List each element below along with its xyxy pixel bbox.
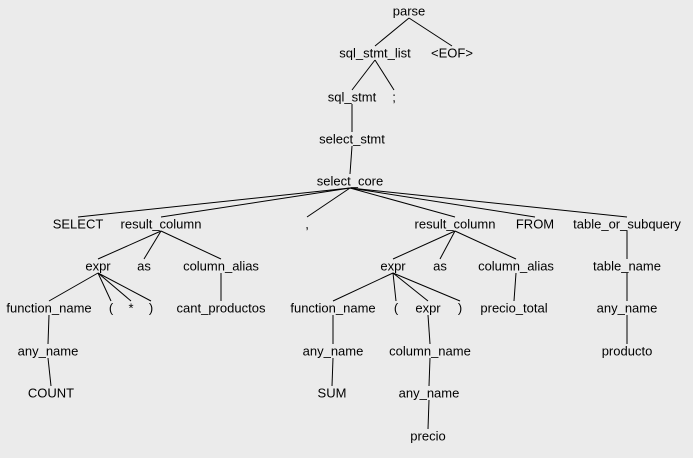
node-expr-1: expr xyxy=(85,258,111,274)
edge-parse-to-eof xyxy=(408,17,453,47)
node-any-name-col: any_name xyxy=(398,385,460,401)
edge-result-column-2-to-column-alias-2 xyxy=(454,230,517,260)
edge-column-alias-2-to-precio-total xyxy=(513,272,517,302)
node-column-name: column_name xyxy=(389,343,471,359)
edge-result-column-2-to-expr-2 xyxy=(392,230,456,260)
node-eof: <EOF> xyxy=(431,45,473,61)
edge-sql-stmt-list-to-semicolon xyxy=(374,59,395,91)
edge-expr-1-to-star xyxy=(97,272,132,302)
edge-select-core-to-result-column-2 xyxy=(349,187,456,218)
edge-select-core-to-comma xyxy=(306,187,351,218)
node-star: * xyxy=(128,300,134,316)
node-semicolon: ; xyxy=(392,89,396,105)
node-as-2: as xyxy=(433,258,447,274)
node-table-name: table_name xyxy=(593,258,661,274)
edge-sql-stmt-list-to-sql-stmt xyxy=(351,59,376,91)
node-function-name-2: function_name xyxy=(290,300,376,316)
node-column-alias-1: column_alias xyxy=(183,258,259,274)
node-lparen-1: ( xyxy=(108,300,114,316)
node-rparen-2: ) xyxy=(457,300,463,316)
edge-result-column-2-to-as-2 xyxy=(439,230,456,260)
node-comma: , xyxy=(305,216,309,232)
node-parse: parse xyxy=(392,3,426,19)
node-producto: producto xyxy=(601,343,653,359)
node-column-alias-2: column_alias xyxy=(478,258,554,274)
node-lparen-2: ( xyxy=(393,300,399,316)
edge-select-stmt-to-select-core xyxy=(349,145,353,175)
node-select-kw: SELECT xyxy=(52,216,104,232)
edge-expr-2-to-lparen-2 xyxy=(392,272,397,302)
edge-select-core-to-from-kw xyxy=(349,187,536,218)
edge-parse-to-sql-stmt-list xyxy=(374,17,410,47)
node-select-core: select_core xyxy=(316,173,384,189)
edge-any-name-fn2-to-sum xyxy=(331,357,334,387)
edge-column-name-to-any-name-col xyxy=(428,357,431,387)
node-any-name-fn2: any_name xyxy=(302,343,364,359)
node-expr-2: expr xyxy=(380,258,406,274)
edge-expr-2-to-rparen-2 xyxy=(392,272,461,302)
node-result-column-1: result_column xyxy=(120,216,202,232)
node-function-name-1: function_name xyxy=(6,300,92,316)
node-precio-total: precio_total xyxy=(480,300,548,316)
edge-expr-2-to-function-name-2 xyxy=(332,272,394,302)
node-expr-3: expr xyxy=(415,300,441,316)
node-any-name-table: any_name xyxy=(596,300,658,316)
edge-expr-2-to-expr-3 xyxy=(392,272,429,302)
node-select-stmt: select_stmt xyxy=(319,131,385,147)
edge-expr-1-to-function-name-1 xyxy=(48,272,99,302)
edge-any-name-fn1-to-count xyxy=(47,357,52,387)
node-cant-productos: cant_productos xyxy=(176,300,266,316)
node-table-or-subquery: table_or_subquery xyxy=(573,216,681,232)
node-from-kw: FROM xyxy=(515,216,555,232)
node-result-column-2: result_column xyxy=(414,216,496,232)
node-sql-stmt-list: sql_stmt_list xyxy=(339,45,411,61)
node-any-name-fn1: any_name xyxy=(17,343,79,359)
edge-result-column-1-to-column-alias-1 xyxy=(160,230,222,260)
node-precio: precio xyxy=(410,428,446,444)
edge-result-column-1-to-expr-1 xyxy=(97,230,162,260)
edge-result-column-1-to-as-1 xyxy=(143,230,162,260)
edge-any-name-col-to-precio xyxy=(427,399,430,430)
node-rparen-1: ) xyxy=(148,300,154,316)
edge-expr-3-to-column-name xyxy=(427,314,431,345)
node-as-1: as xyxy=(137,258,151,274)
node-sum: SUM xyxy=(317,385,347,401)
edge-expr-1-to-rparen-1 xyxy=(97,272,152,302)
edge-function-name-1-to-any-name-fn1 xyxy=(47,314,50,345)
node-sql-stmt: sql_stmt xyxy=(327,89,377,105)
node-count: COUNT xyxy=(27,385,75,401)
edge-select-core-to-result-column-1 xyxy=(160,187,351,218)
edge-select-core-to-table-or-subquery xyxy=(349,187,628,218)
edge-select-core-to-select-kw xyxy=(77,187,351,218)
edge-expr-1-to-lparen-1 xyxy=(97,272,112,302)
